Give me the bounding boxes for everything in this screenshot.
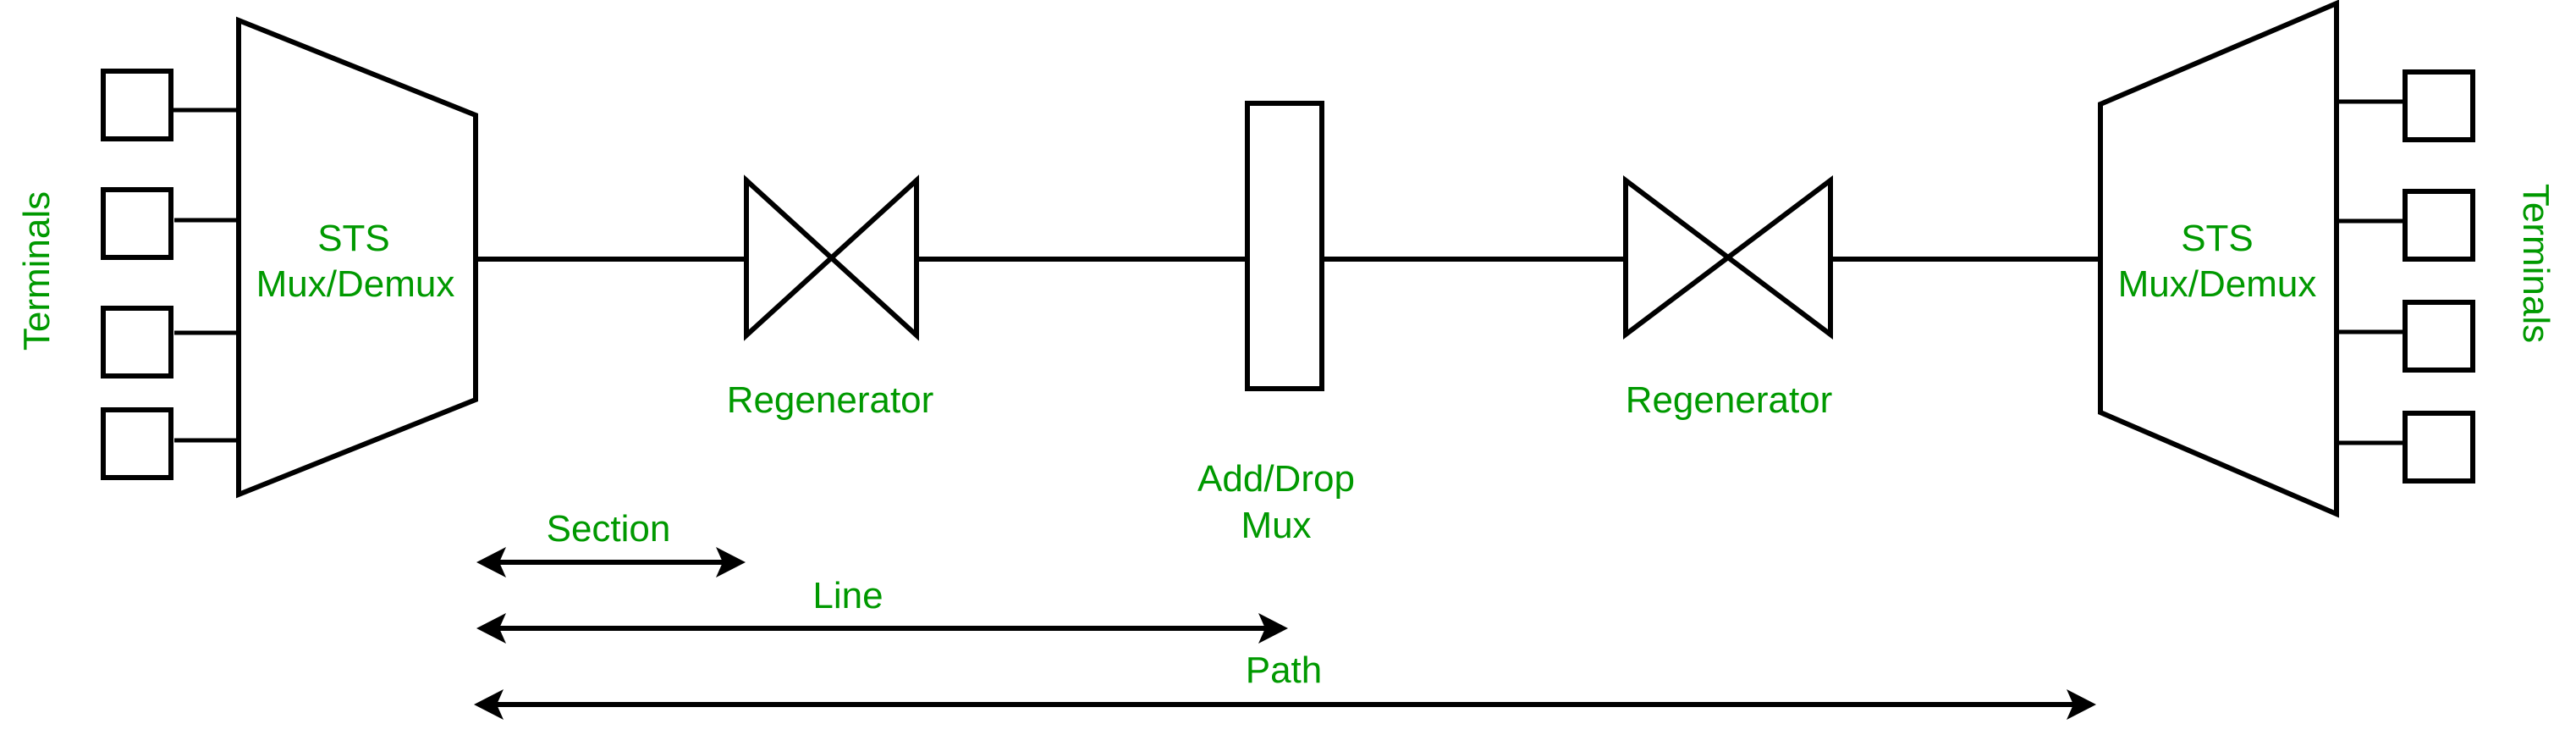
right-terminals	[2337, 69, 2475, 484]
regenerator-bowtie	[1623, 174, 1833, 340]
arrowhead-right-icon	[716, 547, 746, 578]
line-label: Line	[812, 575, 883, 616]
regenerator-2	[1623, 174, 1833, 340]
add-drop-mux-label-line1: Add/Drop	[1197, 458, 1355, 500]
terminal-box	[101, 306, 173, 379]
section-span-arrow	[476, 547, 746, 578]
left-mux-label-line2: Mux/Demux	[256, 263, 455, 305]
terminal-box	[2403, 300, 2475, 373]
arrowhead-left-icon	[474, 689, 504, 720]
right-sts-mux-demux	[2098, 0, 2339, 518]
arrowhead-left-icon	[476, 613, 506, 644]
line-span-arrow	[476, 613, 1288, 644]
regenerator-1	[744, 174, 919, 341]
path-span-arrow	[474, 689, 2096, 720]
terminal-box	[101, 69, 173, 141]
arrowhead-left-icon	[476, 547, 506, 578]
right-mux-label-line2: Mux/Demux	[2118, 263, 2317, 305]
terminal-box	[2403, 411, 2475, 484]
left-terminals-label: Terminals	[16, 191, 58, 351]
left-mux-label-line1: STS	[317, 218, 390, 259]
arrowhead-right-icon	[2067, 689, 2096, 720]
regenerator-1-label: Regenerator	[727, 379, 934, 421]
add-drop-mux	[1245, 101, 1324, 391]
regenerator-bowtie	[744, 174, 919, 341]
terminal-box	[2403, 189, 2475, 262]
right-terminals-label: Terminals	[2515, 184, 2557, 343]
add-drop-mux-label-line2: Mux	[1241, 505, 1311, 546]
regenerator-2-label: Regenerator	[1626, 379, 1833, 421]
arrowhead-right-icon	[1258, 613, 1288, 644]
path-label: Path	[1246, 649, 1323, 691]
section-label: Section	[547, 508, 671, 550]
right-mux-label-line1: STS	[2181, 218, 2254, 259]
terminal-box	[101, 187, 173, 260]
left-terminals	[101, 69, 239, 480]
terminal-box	[101, 407, 173, 480]
left-sts-mux-demux	[236, 16, 478, 499]
terminal-box	[2403, 69, 2475, 142]
